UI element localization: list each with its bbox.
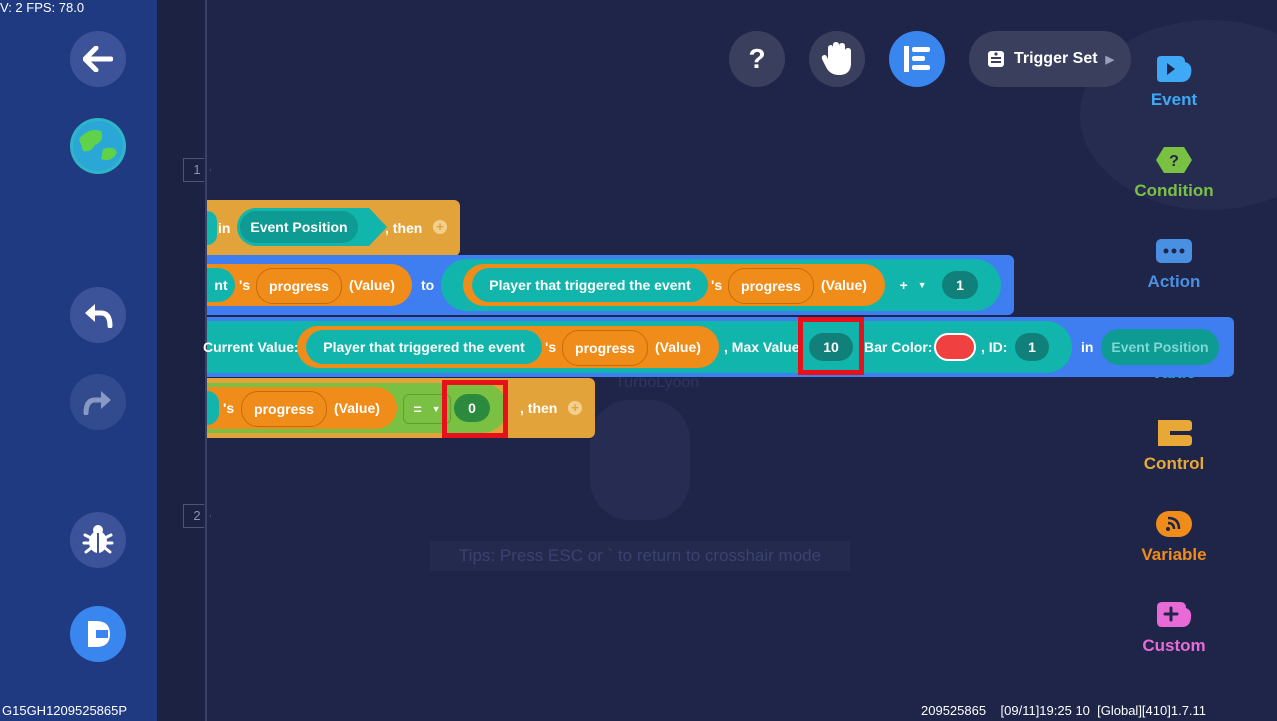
device-id: G15GH1209525865P	[2, 703, 128, 718]
left-sidebar	[0, 0, 157, 721]
bug-icon	[82, 525, 114, 554]
trigger-set-icon	[987, 51, 1004, 67]
category-label: Action	[1147, 272, 1201, 291]
add-plus-icon[interactable]: +	[433, 220, 447, 234]
event-position-socket[interactable]: Event Position	[237, 208, 387, 246]
hand-icon	[821, 42, 851, 75]
scene-name: TurboLyoon	[615, 374, 700, 391]
timeline-marker[interactable]: 2	[183, 504, 211, 528]
event-block[interactable]: in Event Position , then +	[207, 200, 460, 256]
set-property-block[interactable]: nt 's progress (Value) to Player that tr…	[207, 255, 1014, 315]
bar-color-label: Bar Color:	[864, 339, 933, 355]
number-input[interactable]: 0	[454, 394, 490, 422]
back-button[interactable]	[70, 31, 126, 87]
chevron-down-icon: ▼	[917, 280, 927, 290]
to-label: to	[421, 277, 435, 293]
player-pill[interactable]: nt	[207, 268, 235, 302]
add-plus-icon[interactable]: +	[568, 401, 582, 415]
undo-icon	[85, 304, 113, 328]
event-icon	[1154, 52, 1194, 86]
value-label: (Value)	[821, 277, 867, 293]
category-label: Event	[1150, 90, 1198, 109]
possessive-label: 's	[223, 400, 235, 416]
value-label: (Value)	[655, 339, 701, 355]
category-label: Custom	[1142, 636, 1206, 655]
highlight-box	[442, 380, 508, 438]
blocks-view-button[interactable]	[889, 31, 945, 87]
undo-button[interactable]	[70, 287, 126, 343]
progress-pill[interactable]: progress	[562, 330, 648, 366]
player-triggered-pill[interactable]: Player that triggered the event	[306, 330, 542, 364]
progress-pill[interactable]: progress	[256, 268, 342, 304]
value-label: (Value)	[349, 277, 395, 293]
category-label: Variable	[1141, 545, 1207, 564]
progress-pill[interactable]: progress	[728, 268, 814, 304]
number-input[interactable]: 1	[942, 271, 978, 299]
run-button[interactable]	[70, 606, 126, 662]
in-label: in	[218, 220, 231, 236]
value-label: (Value)	[334, 400, 380, 416]
redo-icon	[83, 391, 111, 415]
id-input[interactable]: 1	[1015, 333, 1049, 361]
progress-pill[interactable]: progress	[241, 391, 327, 427]
trigger-set-button[interactable]: Trigger Set ▶	[969, 31, 1131, 87]
timeline-line	[205, 0, 207, 721]
blocks-icon	[904, 46, 930, 72]
category-event[interactable]: Event	[1118, 52, 1230, 110]
player-pill[interactable]	[207, 391, 219, 425]
id-label: , ID:	[981, 339, 1008, 355]
condition-icon: ?	[1154, 143, 1194, 177]
variable-icon	[1154, 507, 1194, 541]
then-label: , then	[520, 400, 558, 416]
trigger-set-label: Trigger Set	[1013, 50, 1098, 67]
operator-text: =	[413, 401, 422, 417]
bar-color-swatch[interactable]	[934, 333, 976, 361]
progress-bar-block[interactable]: Current Value: Player that triggered the…	[203, 317, 1234, 377]
play-icon	[88, 621, 110, 647]
current-value-label: Current Value:	[203, 339, 299, 355]
timeline-gutter	[157, 0, 205, 721]
debug-button[interactable]	[70, 512, 126, 568]
hand-button[interactable]	[809, 31, 865, 87]
category-variable[interactable]: Variable	[1118, 507, 1230, 565]
globe-icon	[73, 121, 123, 171]
help-button[interactable]: ?	[729, 31, 785, 87]
possessive-label: 's	[711, 277, 723, 293]
in-label: in	[1081, 339, 1094, 355]
control-icon	[1154, 416, 1194, 450]
svg-text:?: ?	[1169, 153, 1179, 170]
arrow-left-icon	[83, 46, 113, 72]
operator-text: +	[899, 277, 908, 293]
fps-counter: V: 2 FPS: 78.0	[0, 0, 85, 15]
category-control[interactable]: Control	[1118, 416, 1230, 474]
category-custom[interactable]: Custom	[1118, 598, 1230, 656]
max-value-input[interactable]: 10	[809, 333, 853, 361]
category-action[interactable]: Action	[1118, 234, 1230, 292]
custom-icon	[1154, 598, 1194, 632]
then-label: , then	[385, 220, 423, 236]
condition-block[interactable]: 's progress (Value) = ▼ 0 , then +	[207, 378, 595, 438]
world-button[interactable]	[70, 118, 126, 174]
redo-button[interactable]	[70, 374, 126, 430]
chevron-down-icon: ▼	[431, 404, 441, 414]
category-label: Condition	[1134, 181, 1214, 200]
event-position-pill[interactable]: Event Position	[240, 211, 358, 243]
highlight-box	[798, 317, 864, 375]
tips-text: Tips: Press ESC or ` to return to crossh…	[430, 541, 850, 571]
help-label: ?	[748, 43, 766, 74]
caret-right-icon: ▶	[1105, 53, 1115, 66]
operator-dropdown[interactable]: + ▼	[890, 271, 936, 299]
possessive-label: 's	[545, 339, 557, 355]
action-icon	[1154, 234, 1194, 268]
player-triggered-pill[interactable]: Player that triggered the event	[472, 268, 708, 302]
event-position-pill[interactable]: Event Position	[1101, 329, 1219, 365]
build-info: 209525865 [09/11]19:25 10 [Global][410]1…	[921, 703, 1207, 718]
category-condition[interactable]: ? Condition	[1118, 143, 1230, 201]
player-pill-text: nt	[214, 277, 228, 293]
timeline-marker[interactable]: 1	[183, 158, 211, 182]
category-label: Control	[1143, 454, 1205, 473]
max-value-label: , Max Value:	[724, 339, 805, 355]
scene-character	[590, 400, 690, 520]
possessive-label: 's	[239, 277, 251, 293]
